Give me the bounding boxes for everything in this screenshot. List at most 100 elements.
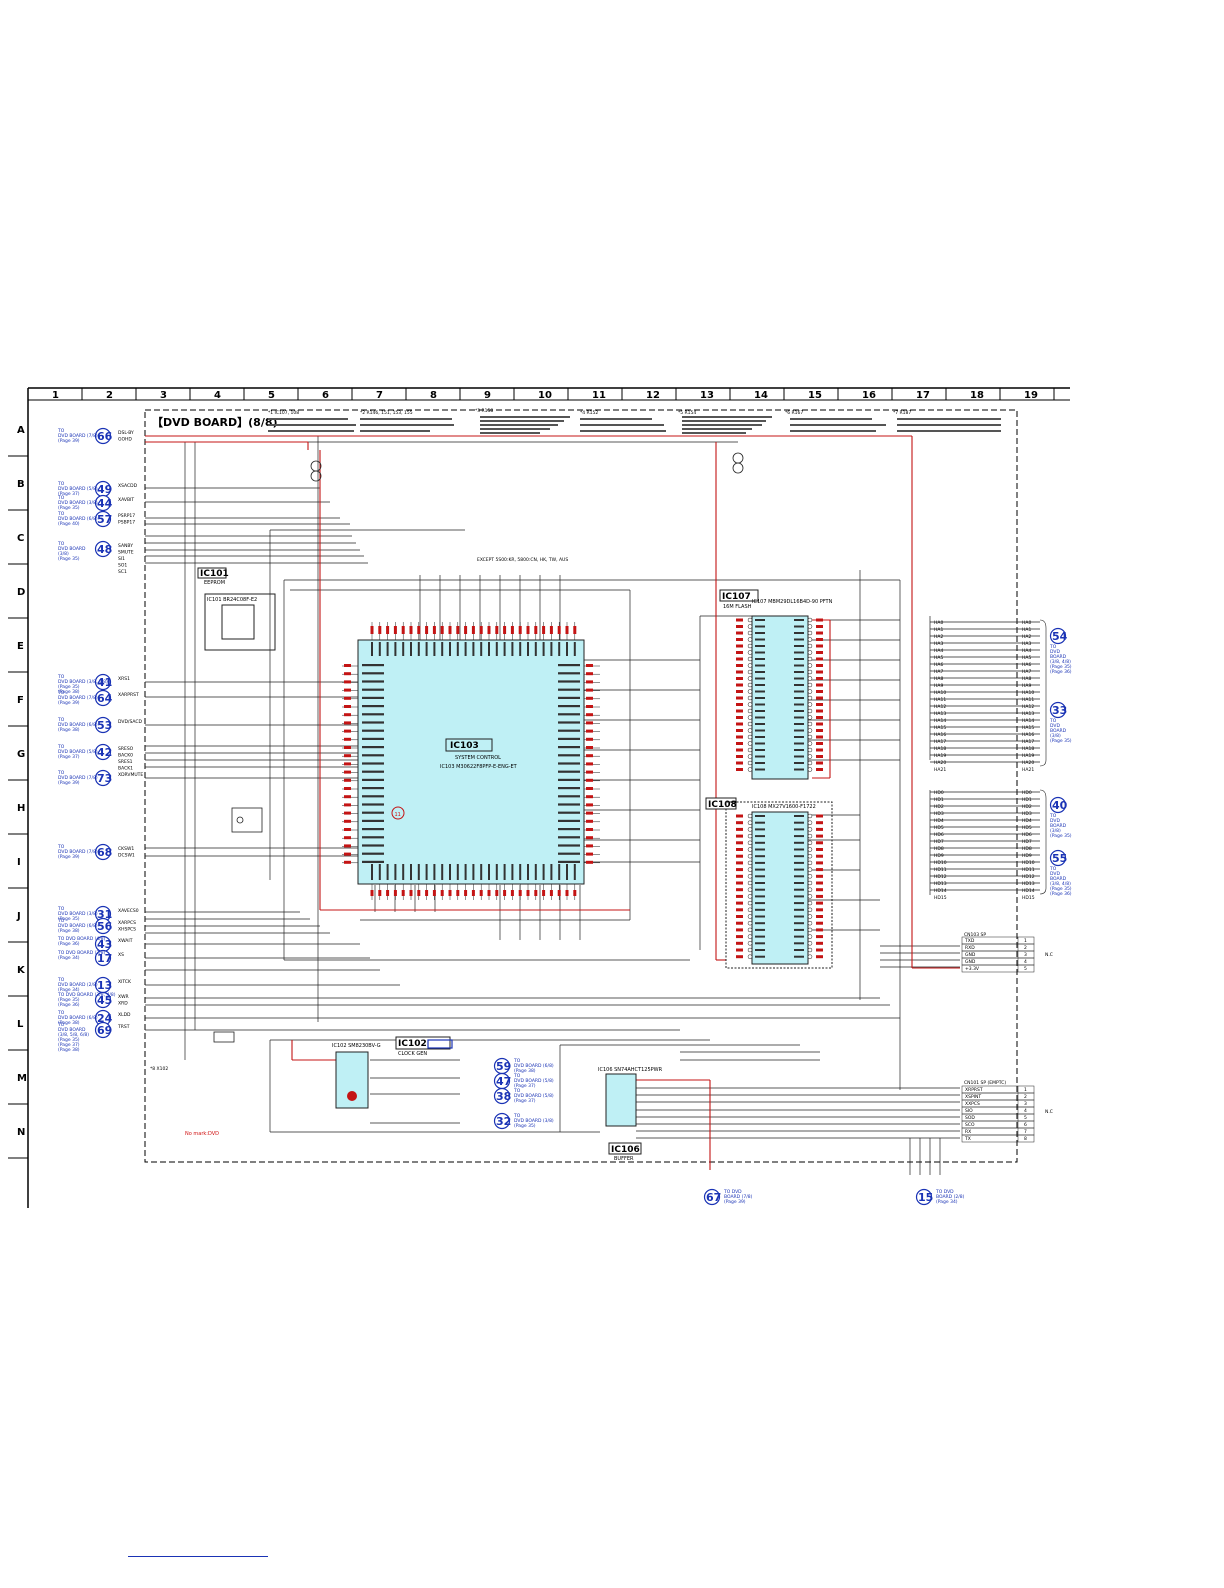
note-6: *6 R167 [785,410,803,416]
column-2: 2 [106,390,113,401]
bus-d-right-HD13: HD13 [1022,881,1035,887]
cn103-pin-4-number: 4 [1024,959,1027,965]
bus-d-left-HD4: HD4 [934,818,944,824]
signal-XSACDD: XSACDD [118,483,138,489]
bottom-connector-32-number: 32 [496,1115,511,1128]
bus-a-left-HA6: HA6 [934,662,943,668]
signal-BACK0: BACK0 [118,753,133,759]
cn101-pin-6-signal: SCO [965,1122,975,1128]
left-connector-48-number: 48 [97,543,112,556]
bus-a-left-HA7: HA7 [934,669,943,675]
left-connector-17-text: TO DVD BOARD (2/8) [57,950,106,956]
bottom-connector-38-text: TO [513,1088,521,1094]
x102-note: *8 X102 [150,1066,168,1072]
signal-XARPRST: XARPRST [118,692,139,698]
right-connector-40-text: DVD [1050,818,1060,824]
cn103-pin-1-signal: TXD [964,938,975,944]
right-connector-33-text: BOARD [1050,728,1067,734]
bottom-connector-38-number: 38 [496,1090,511,1103]
left-connector-64-text: DVD BOARD (7/8) [58,695,98,701]
left-connector-49-text: DVD BOARD (5/8) [58,486,98,492]
right-connector-40-text: (Page 35) [1050,833,1072,839]
ic106-tag: IC106 [611,1145,640,1155]
ic106-label: BUFFER [614,1156,634,1162]
cn101-pin-5-number: 5 [1024,1115,1027,1121]
bottom-connector-32-text: (Page 35) [514,1123,536,1129]
cn101-pin-7-number: 7 [1024,1129,1027,1135]
right-connector-40-text: (3/8) [1050,828,1061,834]
ic107-part: IC107 MBM29DL16B4D-90 PFTN [752,599,833,605]
cn101-pin-7-signal: RX [965,1129,971,1135]
bus-d-left-HD8: HD8 [934,846,944,852]
left-connector-64-text: TO [57,690,65,696]
signal-DVD/SACD: DVD/SACD [118,719,143,725]
column-15: 15 [808,390,822,401]
left-connector-73-text: DVD BOARD (7/8) [58,775,98,781]
note-4: *4 R152 [580,410,598,416]
ic103-part: IC103 M30622F8PFP-E-ENG-ET [440,764,518,770]
row-D: D [17,587,25,598]
signal-XAVBIT: XAVBIT [118,497,134,503]
bus-a-right-HA6: HA6 [1022,662,1031,668]
left-connector-56-number: 56 [97,920,113,933]
bus-d-left-HD10: HD10 [934,860,947,866]
ic103-name: SYSTEM CONTROL [455,755,501,761]
bus-a-left-HA21: HA21 [934,767,946,773]
bottom-connector-47-text: DVD BOARD (5/8) [514,1078,554,1084]
bus-a-right-HA16: HA16 [1022,732,1034,738]
left-connector-45-number: 45 [97,994,112,1007]
ic108-block: IC108 IC108 MX27V1600-F1722 [705,797,833,969]
left-connector-53-number: 53 [97,719,112,732]
left-connector-73-text: TO [57,770,65,776]
ic102-tag: IC102 [398,1039,427,1049]
bottom-connector-15-text: (Page 34) [936,1199,958,1205]
no-mark-note: No mark:DVD [185,1131,219,1137]
left-connector-53-text: TO [57,717,65,723]
bus-d-left-HD1: HD1 [934,797,944,803]
row-E: E [17,641,24,652]
bus-a-right-HA11: HA11 [1022,697,1034,703]
left-connector-49-text: (Page 37) [58,491,80,497]
right-connector-55-text: TO [1049,866,1057,872]
row-F: F [17,695,24,706]
signal-DCSW1: DCSW1 [118,853,135,859]
ic103-block: IC103 SYSTEM CONTROL IC103 M30622F8PFP-E… [342,622,600,900]
signal-PSBP17: PSBP17 [118,520,135,526]
left-connector-64-text: (Page 39) [58,700,80,706]
bus-a-right-HA1: HA1 [1022,627,1031,633]
column-1: 1 [52,390,59,401]
right-connector-40-text: TO [1049,813,1057,819]
bus-a-right-HA18: HA18 [1022,746,1034,752]
bus-a-left-HA8: HA8 [934,676,943,682]
bottom-connector-15-text: TO DVD [935,1189,954,1195]
column-3: 3 [160,390,167,401]
right-connector-55-number: 55 [1052,852,1067,865]
cn101-pin-4-signal: SIO [965,1108,973,1114]
left-connector-66-text: DVD BOARD (7/8) [58,433,98,439]
left-connector-17-text: (Page 34) [58,955,80,961]
bus-d-right-HD3: HD3 [1022,811,1032,817]
left-connector-69-text: DVD BOARD [58,1027,86,1033]
signal-XARPCS: XARPCS [118,920,136,926]
left-connector-48-text: (3/8) [58,551,69,557]
left-connector-31-number: 31 [97,908,112,921]
bottom-connector-38-text: DVD BOARD (5/8) [514,1093,554,1099]
bottom-connector-47-text: TO [513,1073,521,1079]
ic108-pins [736,813,823,959]
ic101-block: IC101 EEPROM IC101 BR24C08F-E2 [197,567,276,651]
left-connector-45-text: (Page 35) [58,997,80,1003]
left-connector-24-text: (Page 38) [58,1020,80,1026]
bus-a-right-HA4: HA4 [1022,648,1031,654]
ic102-name: CLOCK GEN [398,1051,427,1057]
signal-SANBY: SANBY [118,543,133,549]
bus-a-left-HA18: HA18 [934,746,946,752]
left-connector-41-text: (Page 38) [58,689,80,695]
left-connector-66-number: 66 [97,430,113,443]
left-connector-69-number: 69 [97,1024,112,1037]
left-connector-13-text: TO [57,977,65,983]
right-connector-54-text: BOARD [1050,654,1067,660]
